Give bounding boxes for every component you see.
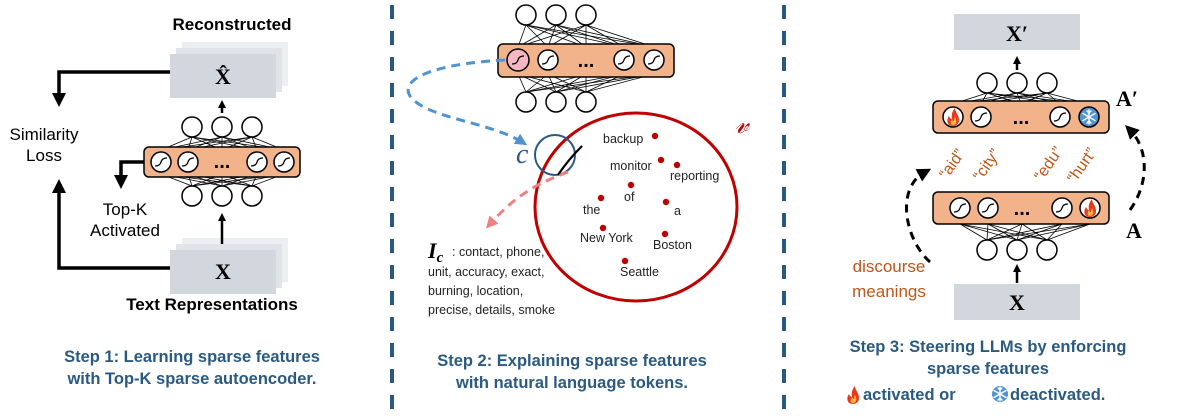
top-nodes	[976, 72, 1058, 94]
output-box	[954, 14, 1080, 50]
latent-ellipsis: ...	[214, 151, 231, 173]
token-a: a	[674, 204, 681, 218]
token-backup: backup	[603, 132, 643, 146]
ic-tokens-line4: precise, details, smoke	[428, 303, 555, 317]
top-nodes	[515, 4, 597, 26]
token-aid: “aid”	[936, 146, 968, 182]
latent-neuron	[977, 197, 999, 219]
step2-caption-line2: with natural language tokens.	[455, 374, 688, 392]
latent-neuron	[537, 49, 559, 71]
connection-line	[1021, 223, 1048, 241]
connection-line	[959, 223, 988, 241]
token-city: “city”	[970, 146, 1004, 184]
v-symbol: 𝓋	[735, 109, 751, 140]
a-prime-label: A′	[1116, 86, 1138, 111]
ic-tokens-line2: unit, accuracy, exact,	[428, 265, 545, 279]
connection-line	[986, 223, 1091, 241]
decoder-output-nodes	[181, 116, 263, 138]
panel-1: X̂ Reconstructed X Text Representations …	[10, 15, 320, 388]
connection-line	[1016, 223, 1023, 241]
feature-c-circle	[534, 134, 576, 176]
input-to-loss-arrow	[52, 179, 170, 270]
latent-neuron	[970, 106, 992, 128]
x-label: X	[215, 259, 231, 284]
latent-neuron	[613, 49, 635, 71]
connection-line	[986, 223, 1063, 241]
latent-ellipsis: ...	[578, 50, 595, 72]
original-ellipsis: ...	[1014, 198, 1031, 220]
connection-line	[959, 223, 1018, 241]
ic-tokens-line3: burning, location,	[428, 284, 523, 298]
bottom-nodes	[515, 91, 597, 113]
step1-caption-line2: with Top-K sparse autoencoder.	[66, 370, 316, 388]
token-of: of	[624, 190, 635, 204]
a-label: A	[1126, 218, 1142, 243]
bottom-nodes	[976, 239, 1058, 261]
token-monitor: monitor	[610, 159, 652, 173]
topk-arrow	[114, 160, 144, 189]
token-reporting: reporting	[670, 169, 719, 183]
x-hat-label: X̂	[215, 64, 231, 89]
input-box	[170, 250, 276, 294]
token-edu: “edu”	[1031, 144, 1066, 184]
latent-neuron	[643, 49, 665, 71]
topk-label: Top-K	[103, 200, 148, 219]
steered-ellipsis: ...	[1013, 107, 1030, 129]
input-box	[954, 284, 1080, 320]
step2-caption-line1: Step 2: Explaining sparse features	[437, 352, 707, 370]
latent-neuron	[1051, 197, 1073, 219]
caption-fire-icon	[847, 386, 859, 404]
x-prime-label: X′	[1006, 21, 1028, 46]
overlap-highlight	[557, 145, 583, 176]
latent-neuron	[949, 197, 971, 219]
similarity-label: Similarity	[10, 125, 79, 144]
reconstructed-label: Reconstructed	[172, 15, 291, 34]
panel-3: X′ X ... A′ ...	[847, 14, 1146, 404]
token-the: the	[583, 203, 600, 217]
discourse-label: discourse	[853, 257, 926, 276]
vocabulary-space	[533, 111, 739, 303]
step3-caption-activated: activated or	[863, 386, 956, 404]
token-hurt: “hurt”	[1064, 145, 1100, 186]
connection-line	[986, 223, 1023, 241]
latent-neuron	[246, 151, 268, 173]
connection-line	[986, 223, 989, 241]
text-representations-label: Text Representations	[126, 295, 298, 314]
step3-caption-line1: Step 3: Steering LLMs by enforcing	[850, 338, 1127, 356]
token-boston: Boston	[653, 238, 692, 252]
step3-caption-line2: sparse features	[927, 360, 1049, 378]
token-seattle: Seattle	[620, 265, 659, 279]
c-symbol: c	[516, 139, 529, 170]
step3-caption-deactivated: deactivated.	[1010, 386, 1105, 404]
connection-line	[987, 223, 1018, 241]
token-newyork: New York	[580, 231, 634, 245]
latent-neuron	[1049, 106, 1071, 128]
connection-line	[987, 223, 1048, 241]
ic-tokens-line1: : contact, phone,	[452, 245, 544, 259]
latent-neuron	[273, 151, 295, 173]
discourse-to-layer-arrow	[905, 168, 932, 264]
meanings-label: meanings	[852, 282, 926, 301]
connection-line	[1016, 223, 1091, 241]
step1-caption-line1: Step 1: Learning sparse features	[64, 348, 320, 366]
encoder-input-nodes	[181, 185, 263, 207]
activated-label: Activated	[90, 221, 160, 240]
discourse-tokens: “aid” “city” “edu” “hurt”	[936, 144, 1100, 186]
ic-symbol: Ic	[427, 238, 444, 266]
feature-to-tokens-arrow	[486, 170, 569, 229]
token-labels: backup monitor reporting of the a New Yo…	[580, 132, 719, 279]
connection-line	[959, 223, 1048, 241]
reconstructed-box	[170, 54, 276, 98]
x-input-label: X	[1009, 290, 1025, 315]
loss-label: Loss	[26, 146, 62, 165]
latent-neuron	[177, 151, 199, 173]
reconstructed-to-loss-arrow	[52, 70, 170, 107]
token-dots	[597, 132, 681, 265]
neuron-to-feature-arrow	[406, 58, 528, 146]
latent-neuron	[150, 151, 172, 173]
connection-line	[1046, 223, 1091, 241]
panel-2: ... 𝓋 c backup monitor reporti	[406, 4, 751, 392]
a-to-aprime-arrow	[1125, 125, 1146, 211]
